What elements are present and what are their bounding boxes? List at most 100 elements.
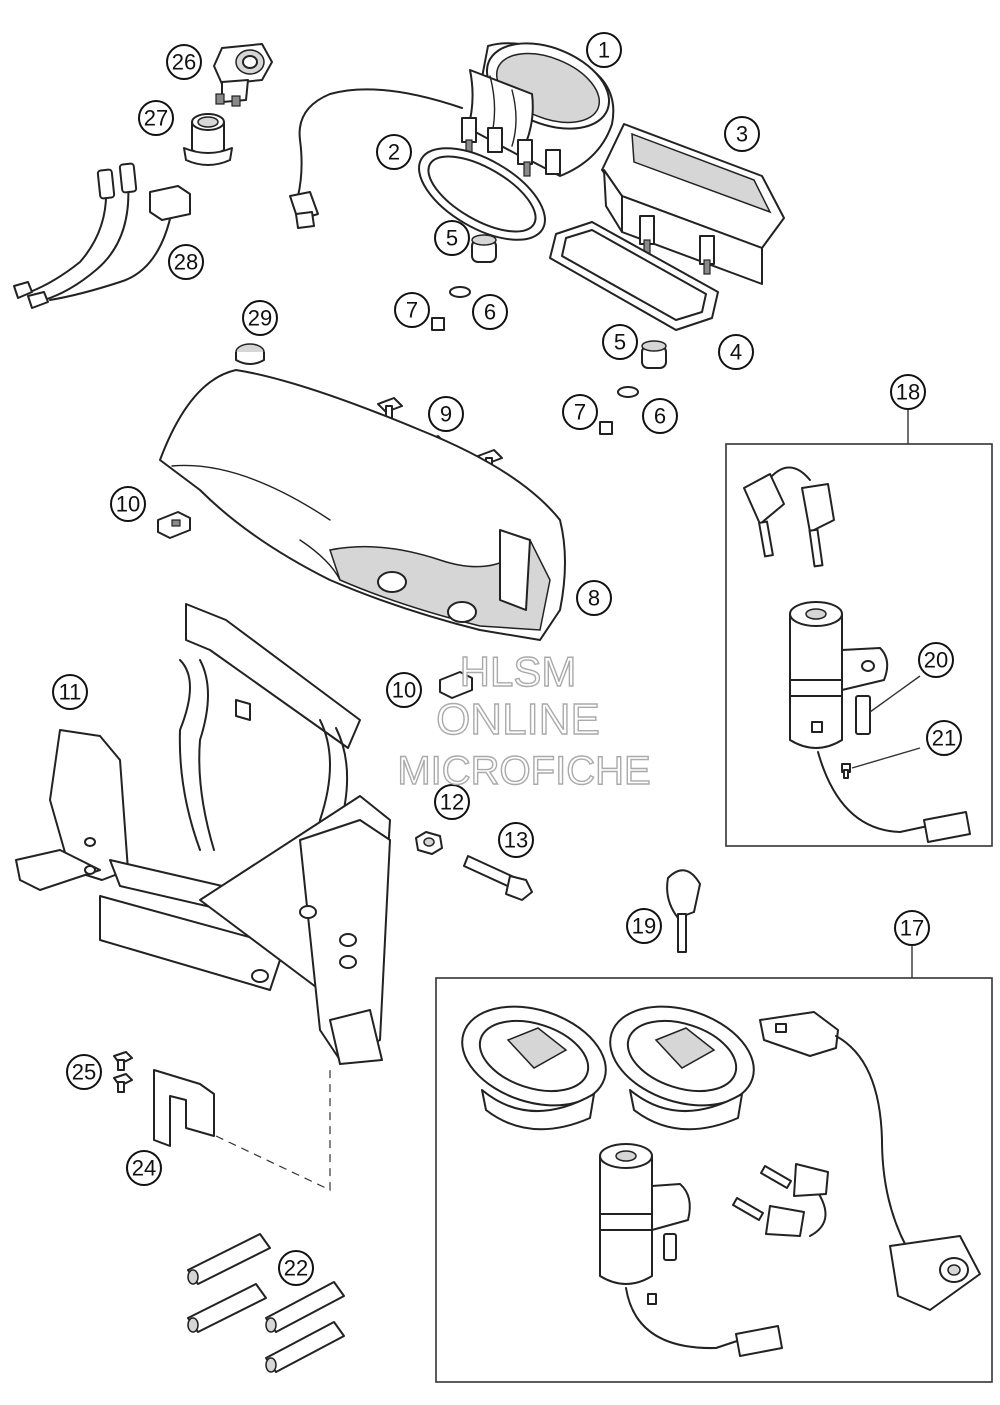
part-4-gasket (549, 221, 719, 331)
callout-10a: 10 (110, 486, 146, 522)
svg-text:6: 6 (654, 404, 666, 429)
part-6-washer-b (617, 386, 639, 398)
callout-6a: 6 (472, 294, 508, 330)
callout-29: 29 (242, 300, 278, 336)
svg-text:4: 4 (730, 340, 742, 365)
callout-22: 22 (278, 1250, 314, 1286)
part-27-cap (183, 113, 233, 166)
svg-text:24: 24 (132, 1156, 156, 1181)
callout-2: 2 (376, 134, 412, 170)
part-29-plug (235, 343, 265, 365)
part-8-dashboard-cover (159, 369, 566, 641)
callout-27: 27 (138, 100, 174, 136)
svg-text:6: 6 (484, 300, 496, 325)
part-21-screw (841, 763, 851, 779)
svg-text:11: 11 (59, 680, 82, 705)
svg-text:18: 18 (896, 380, 920, 405)
kit-box-18 (725, 443, 993, 847)
svg-text:5: 5 (446, 226, 458, 251)
svg-text:17: 17 (900, 916, 924, 941)
part-28-wiring-harness (13, 162, 191, 309)
callout-19: 19 (626, 908, 662, 944)
leader-21 (851, 747, 921, 769)
leader-20 (869, 675, 921, 713)
callout-20: 20 (918, 642, 954, 678)
part-11-frame (15, 603, 391, 1065)
callout-10b: 10 (386, 672, 422, 708)
part-5-grommet-b (641, 340, 667, 369)
callout-17: 17 (894, 910, 930, 946)
part-25-screws (113, 1051, 133, 1093)
svg-text:13: 13 (504, 828, 528, 853)
part-17-lock-cylinder (599, 1143, 783, 1357)
part-24-bracket (153, 1069, 215, 1147)
callout-5b: 5 (602, 324, 638, 360)
svg-text:21: 21 (932, 726, 956, 751)
part-17-seat-lock (759, 1011, 981, 1311)
svg-text:9: 9 (440, 402, 452, 427)
svg-text:28: 28 (174, 250, 198, 275)
svg-text:10: 10 (116, 492, 140, 517)
part-22-hoses (187, 1233, 345, 1373)
callout-1: 1 (586, 32, 622, 68)
part-17-fuel-cap-b (609, 1005, 755, 1131)
callout-24: 24 (126, 1150, 162, 1186)
callout-5a: 5 (434, 220, 470, 256)
svg-text:3: 3 (736, 122, 748, 147)
assembly-line-24 (215, 1070, 331, 1191)
svg-text:7: 7 (406, 298, 418, 323)
part-17-keys (732, 1163, 829, 1237)
part-10-clip-a (157, 511, 191, 539)
callout-26: 26 (166, 44, 202, 80)
svg-text:29: 29 (248, 306, 272, 331)
part-5-grommet-a (471, 234, 497, 263)
part-12-nut (415, 831, 443, 855)
watermark-line-2: ONLINE (436, 695, 600, 744)
callout-8: 8 (576, 580, 612, 616)
part-13-bolt (463, 855, 533, 901)
part-19-key (666, 869, 701, 953)
part-2-gasket (418, 147, 546, 241)
part-3-display-unit (601, 123, 785, 285)
callout-6b: 6 (642, 398, 678, 434)
svg-text:8: 8 (588, 586, 600, 611)
callout-7a: 7 (394, 292, 430, 328)
part-26-power-socket (213, 43, 273, 107)
svg-text:7: 7 (574, 400, 586, 425)
callout-28: 28 (168, 244, 204, 280)
part-17-fuel-cap-a (461, 1005, 607, 1131)
callout-21: 21 (926, 720, 962, 756)
callout-3: 3 (724, 116, 760, 152)
svg-text:5: 5 (614, 330, 626, 355)
watermark-line-1: HLSM (460, 648, 577, 695)
svg-text:2: 2 (388, 140, 400, 165)
callout-13: 13 (498, 822, 534, 858)
callout-4: 4 (718, 334, 754, 370)
kit-box-17 (435, 977, 993, 1383)
part-7-nut-b (599, 421, 613, 435)
part-1-speedometer (289, 42, 615, 229)
svg-text:19: 19 (632, 914, 656, 939)
part-20-screw (855, 695, 871, 735)
part-18-lock-cylinder (789, 601, 971, 843)
part-6-washer-a (449, 286, 471, 298)
part-10-clip-b (439, 671, 473, 699)
svg-text:22: 22 (284, 1256, 308, 1281)
part-7-nut-a (431, 317, 445, 331)
svg-text:27: 27 (144, 106, 168, 131)
part-18-keys (743, 466, 835, 568)
callout-7b: 7 (562, 394, 598, 430)
callout-12: 12 (434, 784, 470, 820)
callout-18: 18 (890, 374, 926, 410)
callout-9: 9 (428, 396, 464, 432)
svg-text:25: 25 (72, 1060, 96, 1085)
watermark: HLSM ONLINE MICROFICHE (397, 647, 652, 793)
svg-text:20: 20 (924, 648, 948, 673)
svg-text:12: 12 (440, 790, 464, 815)
watermark-line-3: MICROFICHE (397, 749, 650, 793)
callout-25: 25 (66, 1054, 102, 1090)
svg-text:1: 1 (598, 38, 610, 63)
svg-text:26: 26 (172, 50, 196, 75)
svg-text:10: 10 (392, 678, 416, 703)
